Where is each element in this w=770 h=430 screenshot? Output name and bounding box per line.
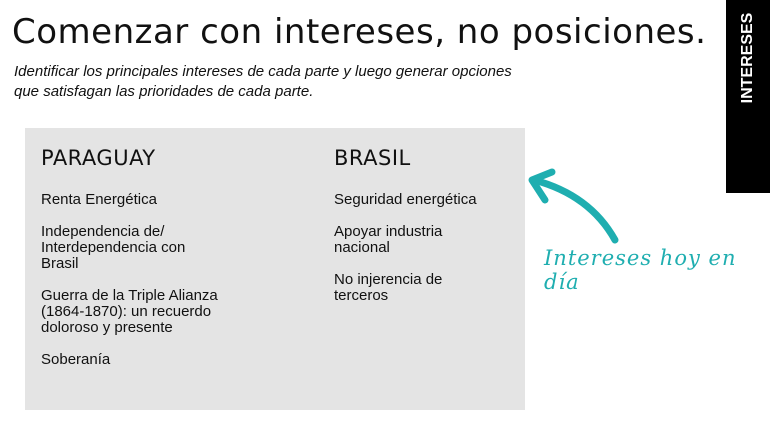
interests-panel: PARAGUAY Renta Energética Independencia … [25,128,525,410]
slide-subtitle: Identificar los principales intereses de… [14,63,512,100]
list-item: Soberanía [41,351,111,368]
list-item: Seguridad energética [334,191,477,208]
list-item: Independencia de/ Interdependencia con B… [41,223,186,272]
column-heading: BRASIL [334,146,411,170]
annotation-text: Intereses hoy en día [544,246,737,294]
slide-title: Comenzar con intereses, no posiciones. [12,12,707,52]
list-item: Renta Energética [41,191,157,208]
column-brasil: BRASIL Seguridad energética Apoyar indus… [334,146,514,320]
column-paraguay: PARAGUAY Renta Energética Independencia … [41,146,241,384]
section-tag: INTERESES [726,0,770,193]
list-item: Apoyar industria nacional [334,223,443,256]
list-item: No injerencia de terceros [334,271,443,304]
column-heading: PARAGUAY [41,146,156,170]
list-item: Guerra de la Triple Alianza (1864-1870):… [41,287,218,336]
curved-arrow-icon [528,168,619,244]
